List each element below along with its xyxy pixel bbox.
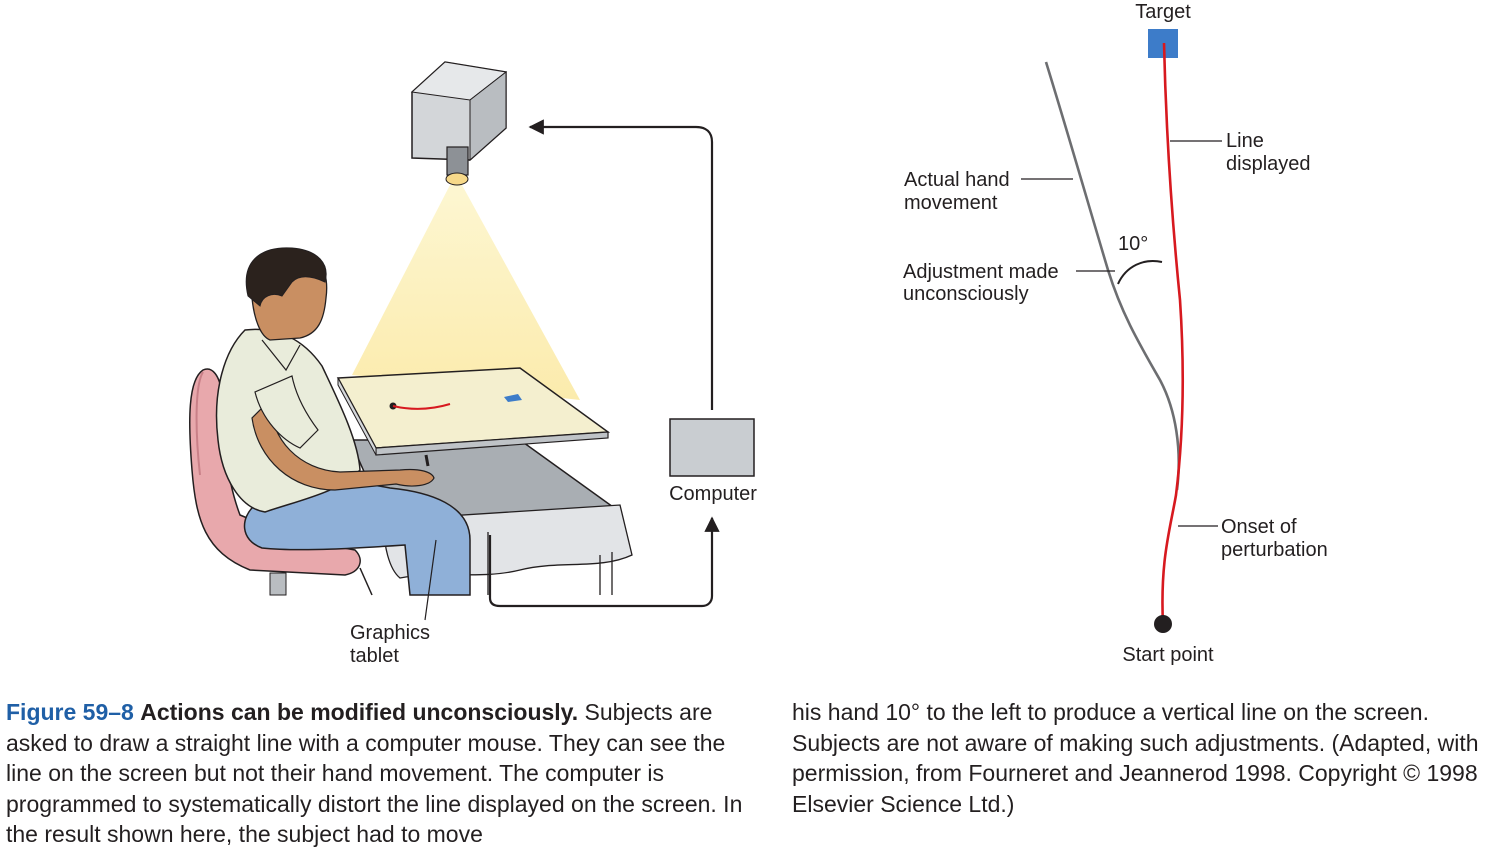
setup-illustration: Computer Graphics tablet [189, 61, 757, 667]
adjustment-label-line2: unconsciously [903, 283, 1029, 305]
caption-right-body: his hand 10° to the left to produce a ve… [792, 699, 1479, 817]
caption-title: Actions can be modified unconsciously. [140, 699, 579, 725]
caption-left-column: Figure 59–8 Actions can be modified unco… [6, 697, 766, 850]
adjustment-label-line1: Adjustment made [903, 261, 1059, 283]
graphics-tablet-label-line1: Graphics [350, 622, 430, 644]
actual-hand-label-line1: Actual hand [904, 169, 1010, 191]
graphics-tablet-label-line2: tablet [350, 645, 399, 667]
start-point-dot [1154, 615, 1172, 633]
trajectory-diagram: Target Start point Line displayed Actual… [903, 1, 1328, 666]
experiment-figure: Computer Graphics tablet Target Start po… [189, 1, 1328, 667]
graphics-tablet-leader [424, 539, 437, 621]
subject-person [215, 247, 471, 596]
displayed-line-path [1161, 42, 1184, 626]
onset-label-line2: perturbation [1221, 539, 1328, 561]
caption-left-body: Subjects are asked to draw a straight li… [6, 699, 743, 848]
projector-icon [410, 61, 508, 186]
screen-drawn-line [392, 403, 451, 410]
computer-label: Computer [669, 483, 757, 505]
graphics-tablet-screen [336, 367, 611, 456]
angle-label: 10° [1118, 233, 1148, 255]
line-displayed-label-line2: displayed [1226, 153, 1311, 175]
start-point-label: Start point [1122, 644, 1214, 666]
signal-arrow-to-projector [528, 119, 714, 410]
onset-label-line1: Onset of [1221, 516, 1297, 538]
angle-arc [1117, 260, 1163, 285]
target-label: Target [1135, 1, 1191, 23]
screen-target [504, 394, 522, 402]
figure-number: Figure 59–8 [6, 699, 134, 725]
caption-right-column: his hand 10° to the left to produce a ve… [792, 697, 1498, 819]
projection-beam [352, 185, 580, 400]
computer-box [669, 418, 755, 477]
signal-arrow-to-computer [488, 516, 720, 608]
line-displayed-label-line1: Line [1226, 130, 1264, 152]
actual-hand-label-line2: movement [904, 192, 998, 214]
actual-hand-movement-path [1044, 61, 1180, 491]
